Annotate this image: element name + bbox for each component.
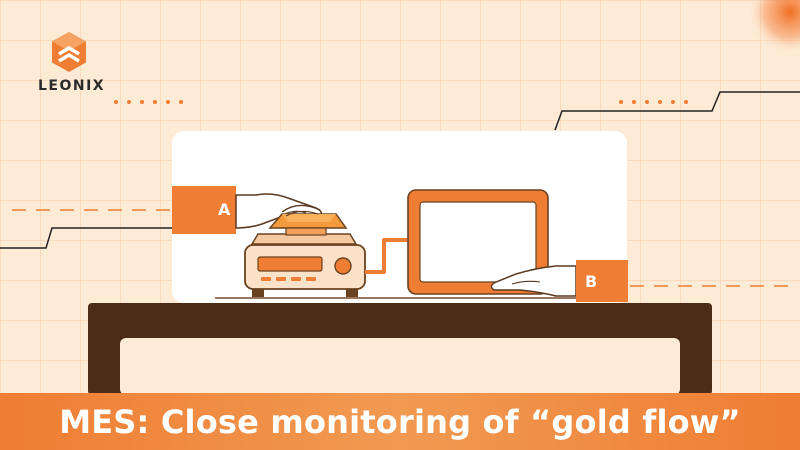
banner-title: MES: Close monitoring of “gold flow”: [59, 402, 741, 441]
step-line-right: [554, 91, 800, 131]
label-b: B: [585, 272, 598, 291]
monitor-icon: [407, 189, 549, 295]
step-line-left: [0, 227, 172, 249]
label-a-box: [172, 186, 236, 234]
dotted-accent-right: [619, 100, 688, 104]
cable: [365, 238, 410, 274]
label-a: A: [218, 200, 231, 219]
title-banner: MES: Close monitoring of “gold flow”: [0, 393, 800, 450]
brand-name: LEONIX: [38, 78, 106, 94]
corner-glow: [748, 0, 800, 54]
brand-logo: LEONIX: [38, 30, 106, 94]
table-icon: [88, 303, 712, 395]
label-b-box: [576, 260, 628, 302]
dotted-accent-left: [114, 100, 183, 104]
weighing-scale-icon: [244, 227, 366, 297]
hand-right-icon: [490, 265, 577, 297]
leonix-logo-icon: [52, 32, 86, 72]
